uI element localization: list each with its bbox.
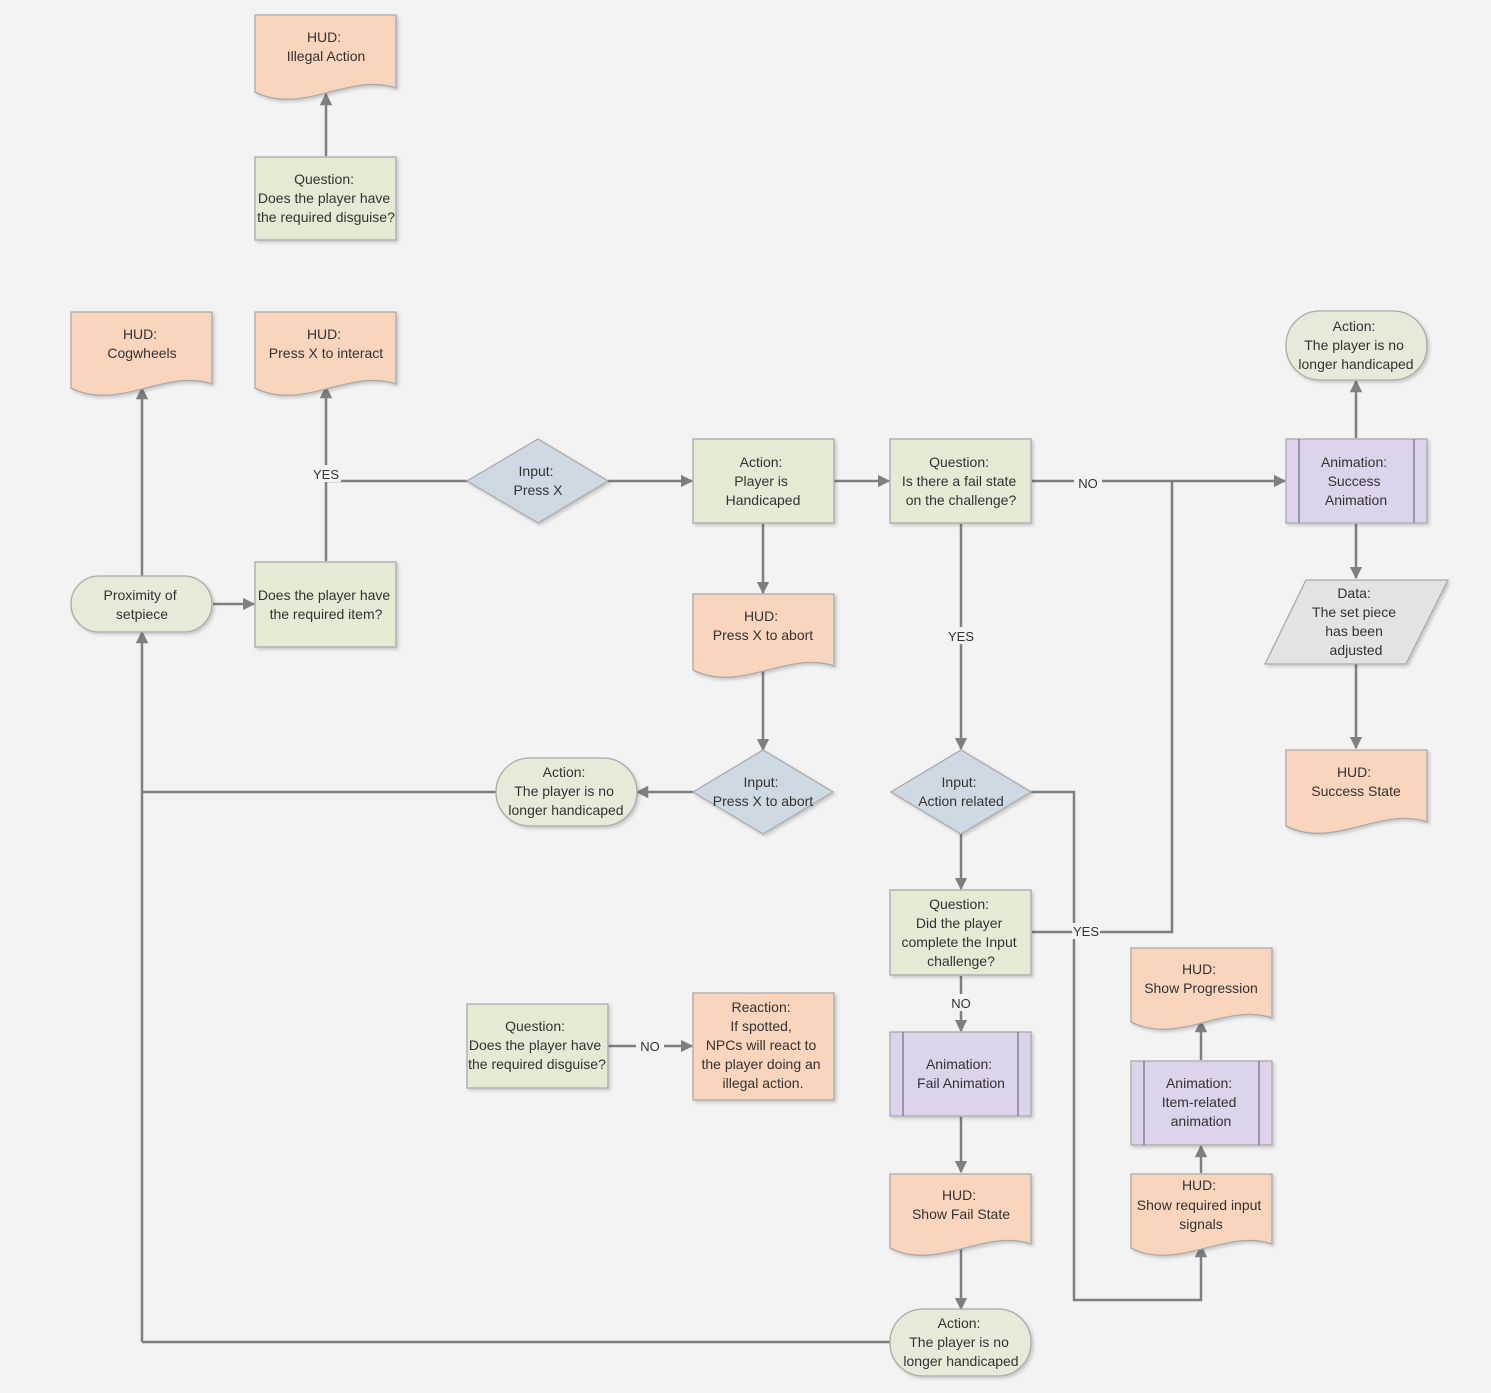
action-player-handicaped: Action: Player is Handicaped xyxy=(692,438,835,524)
process-box xyxy=(254,561,397,648)
reaction-npcs: Reaction: If spotted, NPCs will react to… xyxy=(692,992,835,1101)
hud-document-shape xyxy=(254,311,397,396)
question-fail-state: Question: Is there a fail state on the c… xyxy=(889,438,1032,524)
hud-document-shape xyxy=(70,311,213,396)
subprocess-box xyxy=(889,1031,1032,1117)
hud-success-state: HUD: Success State xyxy=(1285,749,1428,834)
edge-label-bg xyxy=(947,994,975,1011)
question-required-disguise-top: Question: Does the player have the requi… xyxy=(254,156,397,241)
hud-show-fail-state-text: HUD: Show Fail State xyxy=(912,1187,1010,1222)
edge-label-bg xyxy=(1074,475,1102,491)
process-box xyxy=(466,1003,609,1089)
subprocess-box xyxy=(1130,1060,1273,1146)
data-parallelogram xyxy=(1263,579,1450,665)
terminator-shape xyxy=(889,1308,1032,1377)
hud-show-progression-text: HUD: Show Progression xyxy=(1144,961,1258,996)
decision-diamond xyxy=(889,749,1033,835)
decision-input-press-x-text: Input: Press X xyxy=(513,463,563,498)
terminator-no-longer-handicaped-mid-text: Action: The player is no longer handicap… xyxy=(508,764,623,818)
process-box xyxy=(254,156,397,241)
animation-fail-text: Animation: Fail Animation xyxy=(917,1056,1005,1091)
question-required-disguise-top-text: Question: Does the player have the requi… xyxy=(257,171,395,225)
question-required-disguise-bottom: Question: Does the player have the requi… xyxy=(466,1003,609,1089)
hud-document-shape xyxy=(1130,1173,1273,1256)
edge-label-yes-complete: YES xyxy=(1073,924,1099,939)
edge-label-yes-fail-state: YES xyxy=(948,629,974,644)
terminator-no-longer-handicaped-bottom-text: Action: The player is no longer handicap… xyxy=(903,1315,1018,1369)
process-box xyxy=(889,438,1032,524)
animation-success: Animation: Success Animation xyxy=(1285,438,1428,524)
hud-cogwheels: HUD: Cogwheels xyxy=(70,311,213,396)
hud-show-required-input-signals: HUD: Show required input signals xyxy=(1130,1173,1273,1256)
question-fail-state-text: Question: Is there a fail state on the c… xyxy=(902,454,1020,508)
process-box xyxy=(889,889,1032,976)
terminator-shape xyxy=(70,575,213,633)
connectors xyxy=(135,92,1363,1344)
hud-cogwheels-text: HUD: Cogwheels xyxy=(107,326,176,361)
edge-action-related-to-required-input xyxy=(1031,790,1208,1302)
terminator-no-longer-handicaped-top-text: Action: The player is no longer handicap… xyxy=(1298,318,1413,372)
subprocess-box xyxy=(1285,438,1428,524)
hud-press-x-to-interact: HUD: Press X to interact xyxy=(254,311,397,396)
hud-show-progression: HUD: Show Progression xyxy=(1130,947,1273,1030)
decision-input-action-related: Input: Action related xyxy=(889,749,1033,835)
edge-label-yes-item: YES xyxy=(313,467,339,482)
edge-label-bg xyxy=(636,1038,664,1054)
hud-press-x-to-interact-text: HUD: Press X to interact xyxy=(269,326,383,361)
reaction-npcs-text: Reaction: If spotted, NPCs will react to… xyxy=(702,999,825,1091)
terminator-no-longer-handicaped-mid: Action: The player is no longer handicap… xyxy=(495,757,638,827)
hud-press-x-to-abort-text: HUD: Press X to abort xyxy=(713,608,813,643)
hud-document-shape xyxy=(889,1173,1032,1256)
edge-label-no-fail-state: NO xyxy=(1078,476,1098,491)
edge-complete-yes-to-success xyxy=(1032,481,1174,934)
process-box xyxy=(692,438,835,524)
hud-illegal-action: HUD: Illegal Action xyxy=(254,14,397,100)
edge-labels: YES NO YES YES NO NO xyxy=(311,465,1102,1054)
decision-input-press-x-to-abort-text: Input: Press X to abort xyxy=(713,774,813,809)
hud-illegal-action-text: HUD: Illegal Action xyxy=(287,29,366,64)
terminator-proximity-of-setpiece-text: Proximity of setpiece xyxy=(103,587,180,622)
decision-input-action-related-text: Input: Action related xyxy=(918,774,1004,809)
hud-document-shape xyxy=(692,593,835,678)
edge-label-no-disguise: NO xyxy=(640,1039,660,1054)
question-complete-input-challenge: Question: Did the player complete the In… xyxy=(889,889,1032,976)
edge-label-bg xyxy=(311,465,341,482)
decision-diamond xyxy=(691,749,835,835)
hud-show-fail-state: HUD: Show Fail State xyxy=(889,1173,1032,1256)
process-box xyxy=(692,992,835,1101)
question-required-item-text: Does the player have the required item? xyxy=(258,587,394,622)
terminator-no-longer-handicaped-top: Action: The player is no longer handicap… xyxy=(1285,310,1428,381)
data-set-piece-adjusted: Data: The set piece has been adjusted xyxy=(1263,579,1450,665)
hud-document-shape xyxy=(254,14,397,100)
terminator-shape xyxy=(495,757,638,827)
edge-label-bg xyxy=(1072,923,1100,939)
edge-label-no-complete: NO xyxy=(951,996,971,1011)
action-player-handicaped-text: Action: Player is Handicaped xyxy=(726,454,801,508)
terminator-proximity-of-setpiece: Proximity of setpiece xyxy=(70,575,213,633)
decision-diamond xyxy=(465,438,610,524)
decision-input-press-x-to-abort: Input: Press X to abort xyxy=(691,749,835,835)
data-set-piece-adjusted-text: Data: The set piece has been adjusted xyxy=(1312,585,1400,658)
question-required-item: Does the player have the required item? xyxy=(254,561,397,648)
hud-document-shape xyxy=(1130,947,1273,1030)
hud-document-shape xyxy=(1285,749,1428,834)
animation-item-related-text: Animation: Item-related animation xyxy=(1162,1075,1241,1129)
animation-success-text: Animation: Success Animation xyxy=(1321,454,1391,508)
hud-press-x-to-abort: HUD: Press X to abort xyxy=(692,593,835,678)
question-required-disguise-bottom-text: Question: Does the player have the requi… xyxy=(468,1018,606,1072)
animation-item-related: Animation: Item-related animation xyxy=(1130,1060,1273,1146)
hud-show-required-input-signals-text: HUD: Show required input signals xyxy=(1137,1177,1265,1232)
decision-input-press-x: Input: Press X xyxy=(465,438,610,524)
animation-fail: Animation: Fail Animation xyxy=(889,1031,1032,1117)
hud-success-state-text: HUD: Success State xyxy=(1311,764,1401,799)
terminator-no-longer-handicaped-bottom: Action: The player is no longer handicap… xyxy=(889,1308,1032,1377)
edge-label-bg xyxy=(945,627,977,644)
terminator-shape xyxy=(1285,310,1428,381)
question-complete-input-challenge-text: Question: Did the player complete the In… xyxy=(901,896,1020,969)
